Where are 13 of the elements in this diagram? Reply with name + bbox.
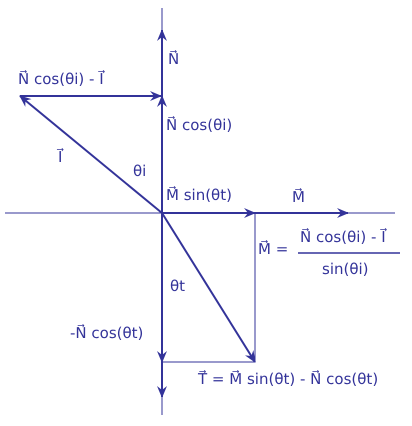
vector-label: -N⃗ cos(θt) [70, 324, 144, 342]
vector-label: N⃗ cos(θi) - I⃗ [18, 70, 104, 88]
equation-text: T⃗ = M⃗ sin(θt) - N⃗ cos(θt) [198, 370, 378, 388]
fraction-numerator: N⃗ cos(θi) - I⃗ [300, 228, 386, 246]
vector-label: M⃗ sin(θt) [166, 186, 232, 204]
vector-label: N⃗ [168, 50, 180, 68]
equation-text: M⃗ = [258, 240, 288, 258]
vector-label: I⃗ [58, 148, 62, 166]
angle-label: θt [170, 277, 186, 295]
angle-label: θi [133, 162, 146, 180]
vector-label: M⃗ [292, 188, 305, 206]
fraction-denominator: sin(θi) [322, 260, 369, 278]
vector-label: N⃗ cos(θi) [166, 116, 232, 134]
